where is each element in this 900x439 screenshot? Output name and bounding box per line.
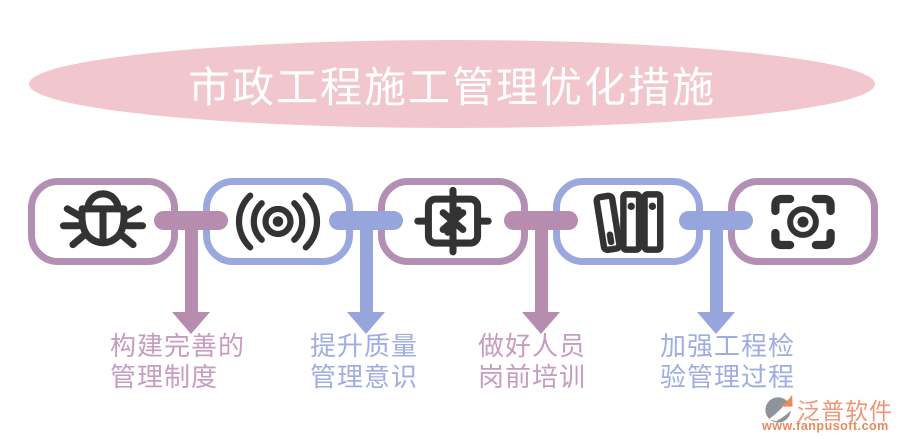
measure-line: 做好人员 xyxy=(478,331,587,361)
arrow-shaft xyxy=(534,219,548,312)
measure-line: 管理意识 xyxy=(310,362,419,392)
bug-icon xyxy=(56,186,150,258)
vendor-url[interactable]: www.fanpusoft.com xyxy=(762,419,889,433)
broadcast-icon xyxy=(230,187,326,256)
gift-icon xyxy=(409,186,497,258)
step-box-1 xyxy=(28,178,178,265)
books-icon xyxy=(582,187,674,257)
vendor-name: 泛普软件 xyxy=(797,398,893,424)
scan-eye-icon xyxy=(757,187,849,257)
arrow-shaft xyxy=(184,219,198,312)
arrow-down-3 xyxy=(504,211,578,334)
arrow-shaft xyxy=(709,219,723,312)
title-ellipse: 市政工程施工管理优化措施 xyxy=(29,40,875,128)
measure-label-3: 做好人员 岗前培训 xyxy=(478,331,586,393)
step-box-2 xyxy=(203,178,353,265)
arrow-shaft xyxy=(359,219,373,312)
measure-line: 管理制度 xyxy=(110,362,219,392)
arrowhead-icon xyxy=(347,312,385,334)
arrowhead-icon xyxy=(172,312,210,334)
measure-line: 岗前培训 xyxy=(478,362,587,392)
measure-line: 提升质量 xyxy=(310,331,419,361)
measure-line: 加强工程检 xyxy=(660,331,796,361)
measure-line: 验管理过程 xyxy=(660,362,796,392)
vendor-logo[interactable]: 泛普软件 www.fanpusoft.com xyxy=(762,391,897,435)
step-box-3 xyxy=(378,178,528,265)
page-title: 市政工程施工管理优化措施 xyxy=(187,63,716,111)
fanpu-logo-icon xyxy=(764,394,794,424)
measure-line: 构建完善的 xyxy=(110,331,246,361)
measure-label-2: 提升质量 管理意识 xyxy=(310,331,418,393)
measure-label-1: 构建完善的 管理制度 xyxy=(110,331,245,393)
arrow-down-1 xyxy=(154,211,228,334)
measure-label-4: 加强工程检 验管理过程 xyxy=(660,331,795,393)
step-box-5 xyxy=(728,178,878,265)
arrow-down-2 xyxy=(329,211,403,334)
arrowhead-icon xyxy=(697,312,735,334)
arrowhead-icon xyxy=(522,312,560,334)
arrow-down-4 xyxy=(679,211,753,334)
